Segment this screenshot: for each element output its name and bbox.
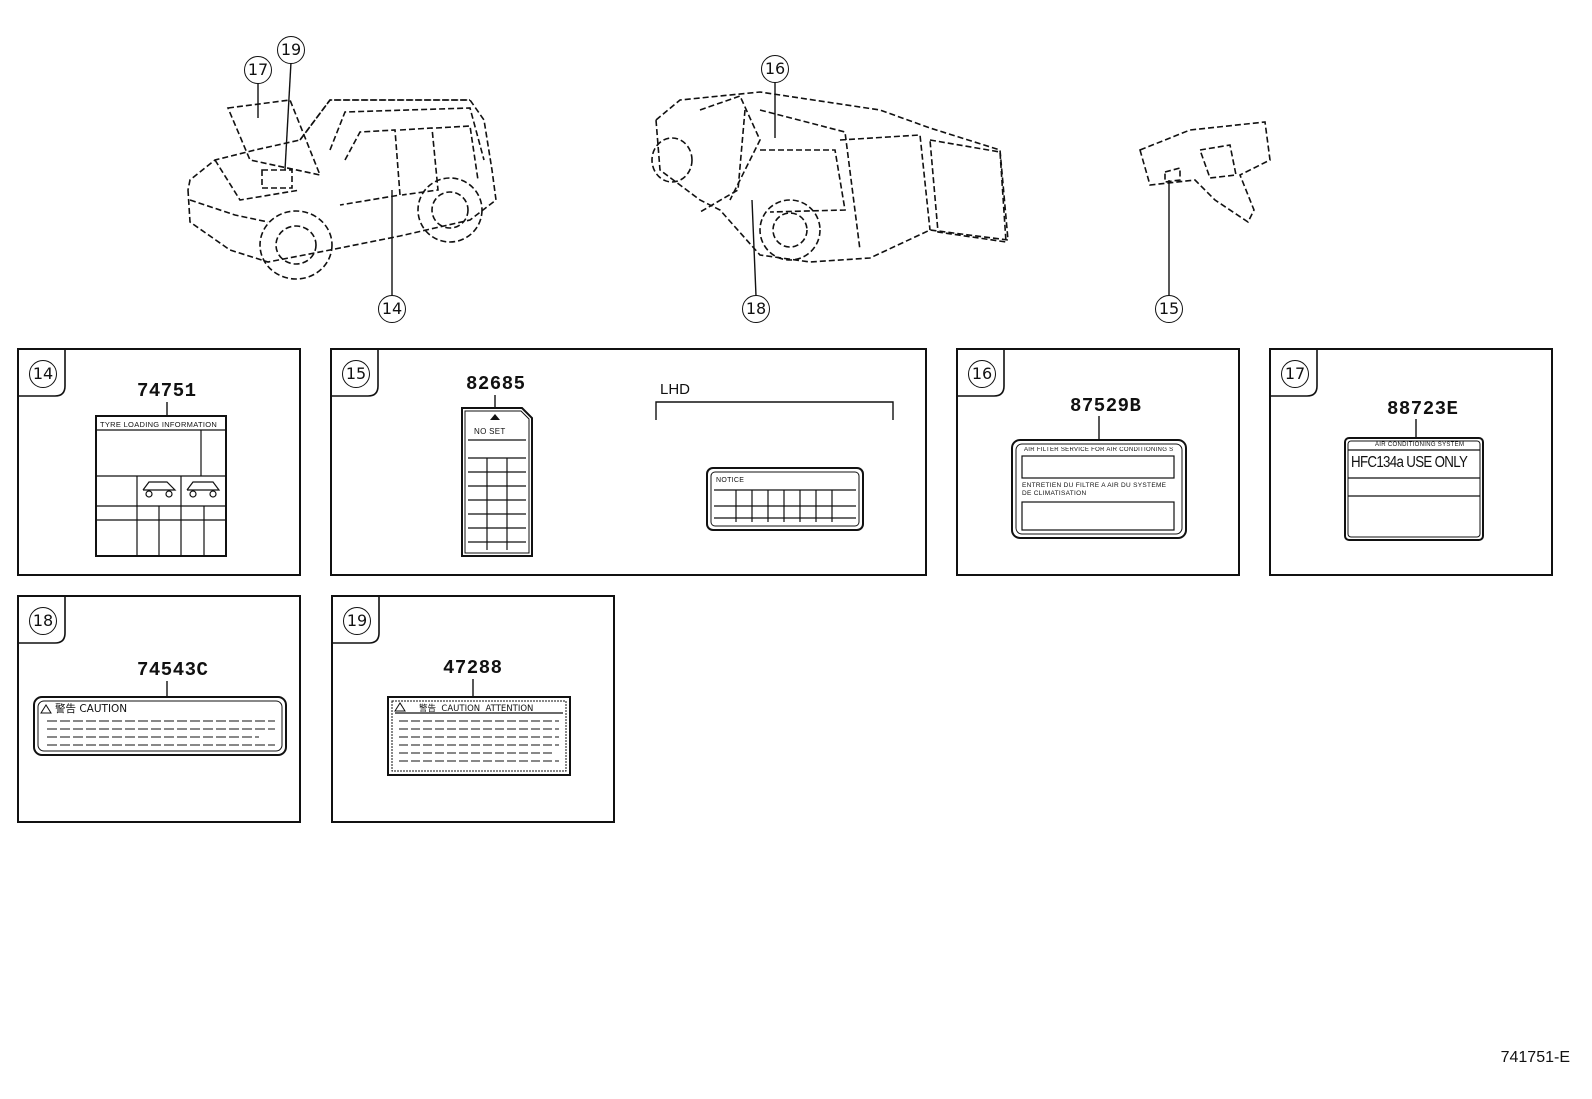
panel-19: 19 47288 警告 CAUTION ATTENTION [331,595,615,823]
callout-14[interactable]: 14 [378,295,406,323]
callout-19[interactable]: 19 [277,36,305,64]
panel-17: 17 88723E AIR CONDITIONING SYSTEM HFC134… [1269,348,1553,576]
label-88723E-graphic [1344,419,1484,541]
panel-15-number: 15 [342,360,370,388]
label-47288-graphic [387,679,571,776]
label-88723E-main-text: HFC134a USE ONLY [1351,454,1468,471]
panel-14-number: 14 [29,360,57,388]
panel-17-number: 17 [1281,360,1309,388]
callout-18[interactable]: 18 [742,295,770,323]
part-number-82685: 82685 [466,373,526,395]
part-number-47288: 47288 [443,657,503,679]
dashboard-body [1139,121,1271,224]
label-74751-title: TYRE LOADING INFORMATION [100,420,218,429]
part-number-74751: 74751 [137,380,197,402]
panel-18-number: 18 [29,607,57,635]
label-74543C-title: 警告 CAUTION [55,703,128,715]
rear-vehicle-body [655,91,1009,263]
label-82685-title: NO SET [474,427,506,436]
panel-15: 15 82685 LHD NO SET NOTICE [330,348,927,576]
label-74751-graphic [95,402,227,557]
label-88723E-title: AIR CONDITIONING SYSTEM [1375,442,1465,448]
panel-tab-15 [332,350,379,397]
panel-tab-18 [19,597,66,644]
panel-tab-17 [1271,350,1318,397]
callout-19-text: 19 [280,40,302,59]
front-vehicle-body [187,99,497,263]
part-number-74543C: 74543C [137,659,209,681]
tailgate-door [929,139,1007,243]
label-87529B-title-fr: ENTRETIEN DU FILTRE A AIR DU SYSTEME DE … [1022,482,1167,497]
callout-17-text: 17 [247,60,269,79]
callout-16[interactable]: 16 [761,55,789,83]
label-87529B-graphic [1011,416,1187,539]
panel-14: 14 74751 TYRE LOADING INFORMATION [17,348,301,576]
callout-18-text: 18 [745,299,767,318]
leader-19 [284,61,292,171]
open-hood [226,99,322,177]
callout-17[interactable]: 17 [244,56,272,84]
diagram-code: 741751-E [1500,1049,1570,1066]
label-lhd-title: NOTICE [716,477,745,484]
label-74543C-graphic [33,681,287,756]
label-82685-graphic [461,395,894,557]
panel-18: 18 74543C 警告 CAUTION [17,595,301,823]
panel-16-number: 16 [968,360,996,388]
callout-15[interactable]: 15 [1155,295,1183,323]
vehicle-illustrations [187,61,1271,297]
panel-19-number: 19 [343,607,371,635]
panel-tab-14 [19,350,66,397]
panel-tab-16 [958,350,1005,397]
variant-label-lhd: LHD [660,381,691,398]
callout-15-text: 15 [1158,299,1180,318]
panel-tab-19 [333,597,380,644]
leader-18 [751,199,757,297]
callout-14-text: 14 [381,299,403,318]
part-number-87529B: 87529B [1070,395,1142,417]
part-number-88723E: 88723E [1387,398,1459,420]
panel-16: 16 87529B AIR FILTER SERVICE FOR AIR CON… [956,348,1240,576]
label-47288-title: 警告 CAUTION ATTENTION [419,704,534,714]
callout-16-text: 16 [764,59,786,78]
label-87529B-title: AIR FILTER SERVICE FOR AIR CONDITIONING … [1024,447,1174,453]
